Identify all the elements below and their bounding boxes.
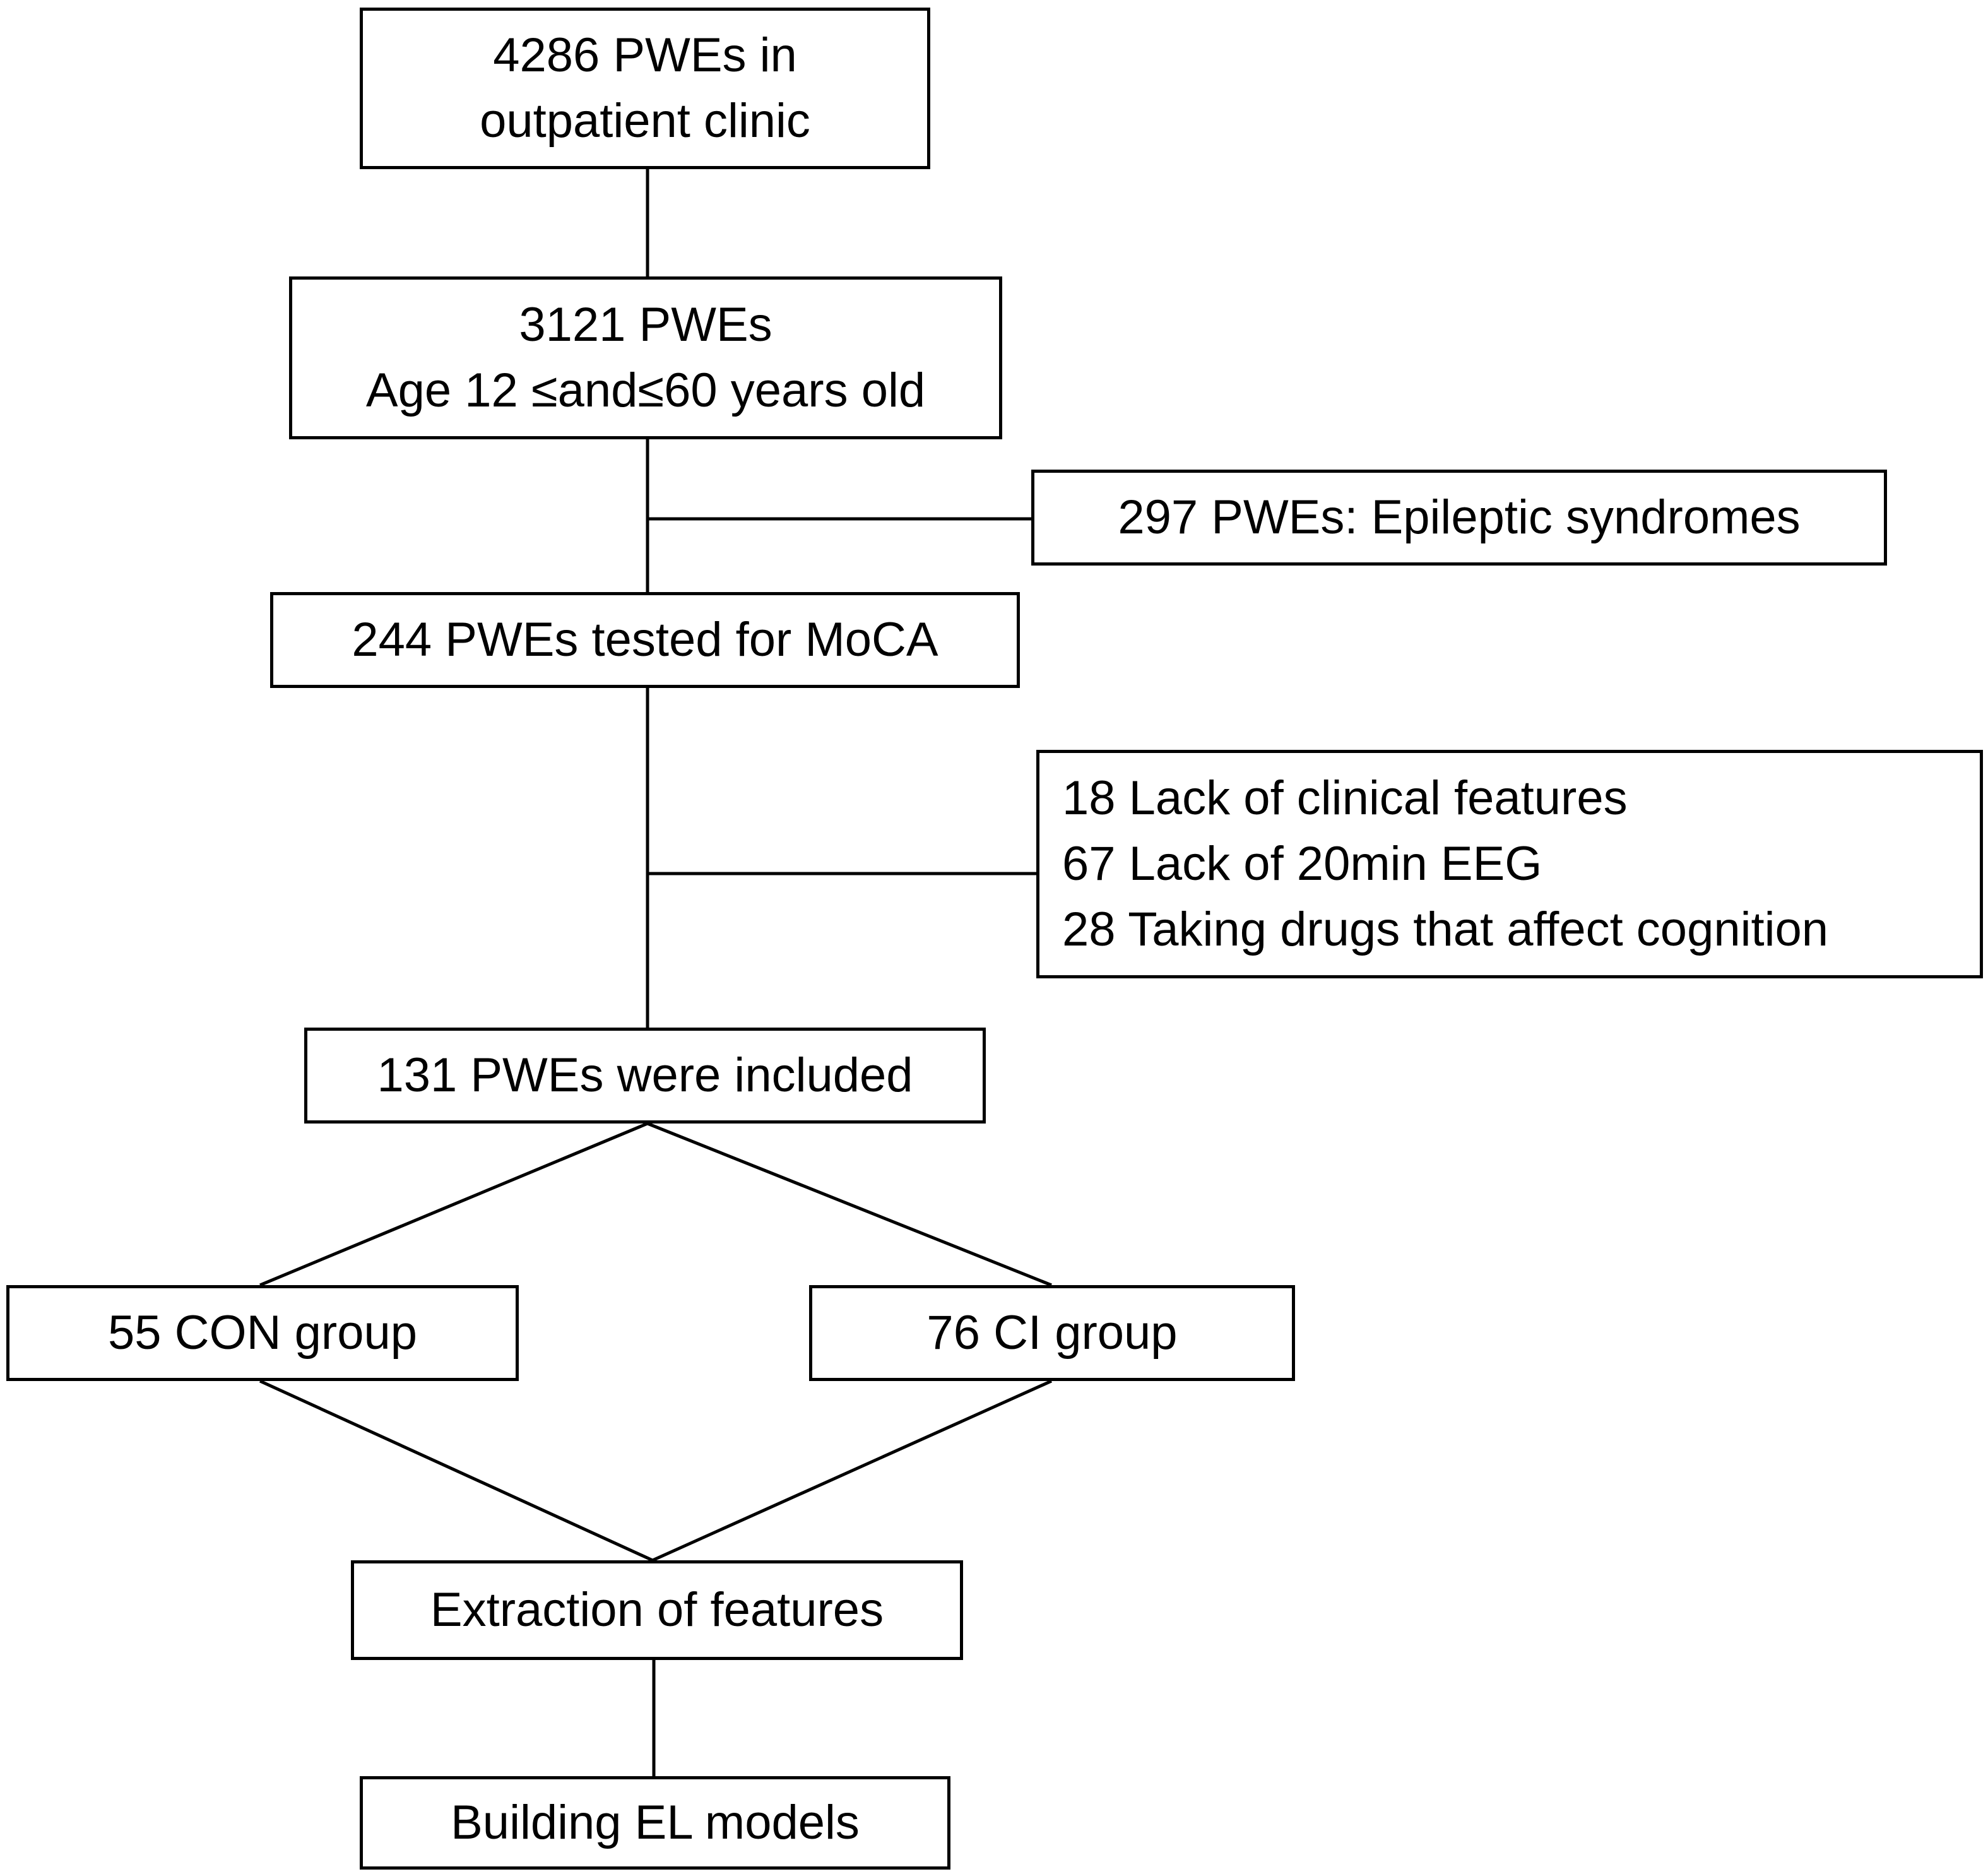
moca-box: 244 PWEs tested for MoCA bbox=[270, 592, 1020, 688]
extraction-text: Extraction of features bbox=[430, 1583, 884, 1637]
models-text: Building EL models bbox=[451, 1796, 860, 1849]
moca-text: 244 PWEs tested for MoCA bbox=[352, 613, 938, 667]
models-box: Building EL models bbox=[360, 1776, 950, 1870]
connector-included-to-con bbox=[259, 1122, 648, 1287]
exclusion-2-line-3: 28 Taking drugs that affect cognition bbox=[1062, 903, 1829, 956]
exclusion-2-line-2: 67 Lack of 20min EEG bbox=[1062, 837, 1542, 891]
exclusion-2-line-1: 18 Lack of clinical features bbox=[1062, 771, 1628, 825]
connector-ci-to-extraction bbox=[651, 1379, 1053, 1562]
ci-group-box: 76 CI group bbox=[809, 1285, 1295, 1381]
age-filter-line-2: Age 12 ≤and≤60 years old bbox=[365, 364, 926, 417]
connector-included-to-ci bbox=[647, 1122, 1052, 1287]
exclusion-1-box: 297 PWEs: Epileptic syndromes bbox=[1031, 470, 1887, 566]
ci-group-text: 76 CI group bbox=[926, 1306, 1178, 1360]
start-line-2: outpatient clinic bbox=[480, 94, 810, 148]
exclusion-1-text: 297 PWEs: Epileptic syndromes bbox=[1118, 490, 1801, 544]
connector-con-to-extraction bbox=[259, 1379, 654, 1562]
start-box: 4286 PWEs in outpatient clinic bbox=[360, 8, 930, 169]
extraction-box: Extraction of features bbox=[351, 1560, 963, 1660]
con-group-box: 55 CON group bbox=[6, 1285, 519, 1381]
included-text: 131 PWEs were included bbox=[377, 1048, 913, 1102]
included-box: 131 PWEs were included bbox=[304, 1028, 986, 1124]
exclusion-2-box: 18 Lack of clinical features 67 Lack of … bbox=[1036, 750, 1983, 978]
con-group-text: 55 CON group bbox=[107, 1306, 418, 1360]
age-filter-line-1: 3121 PWEs bbox=[519, 298, 772, 352]
age-filter-box: 3121 PWEs Age 12 ≤and≤60 years old bbox=[289, 276, 1002, 439]
start-line-1: 4286 PWEs in bbox=[493, 28, 797, 82]
